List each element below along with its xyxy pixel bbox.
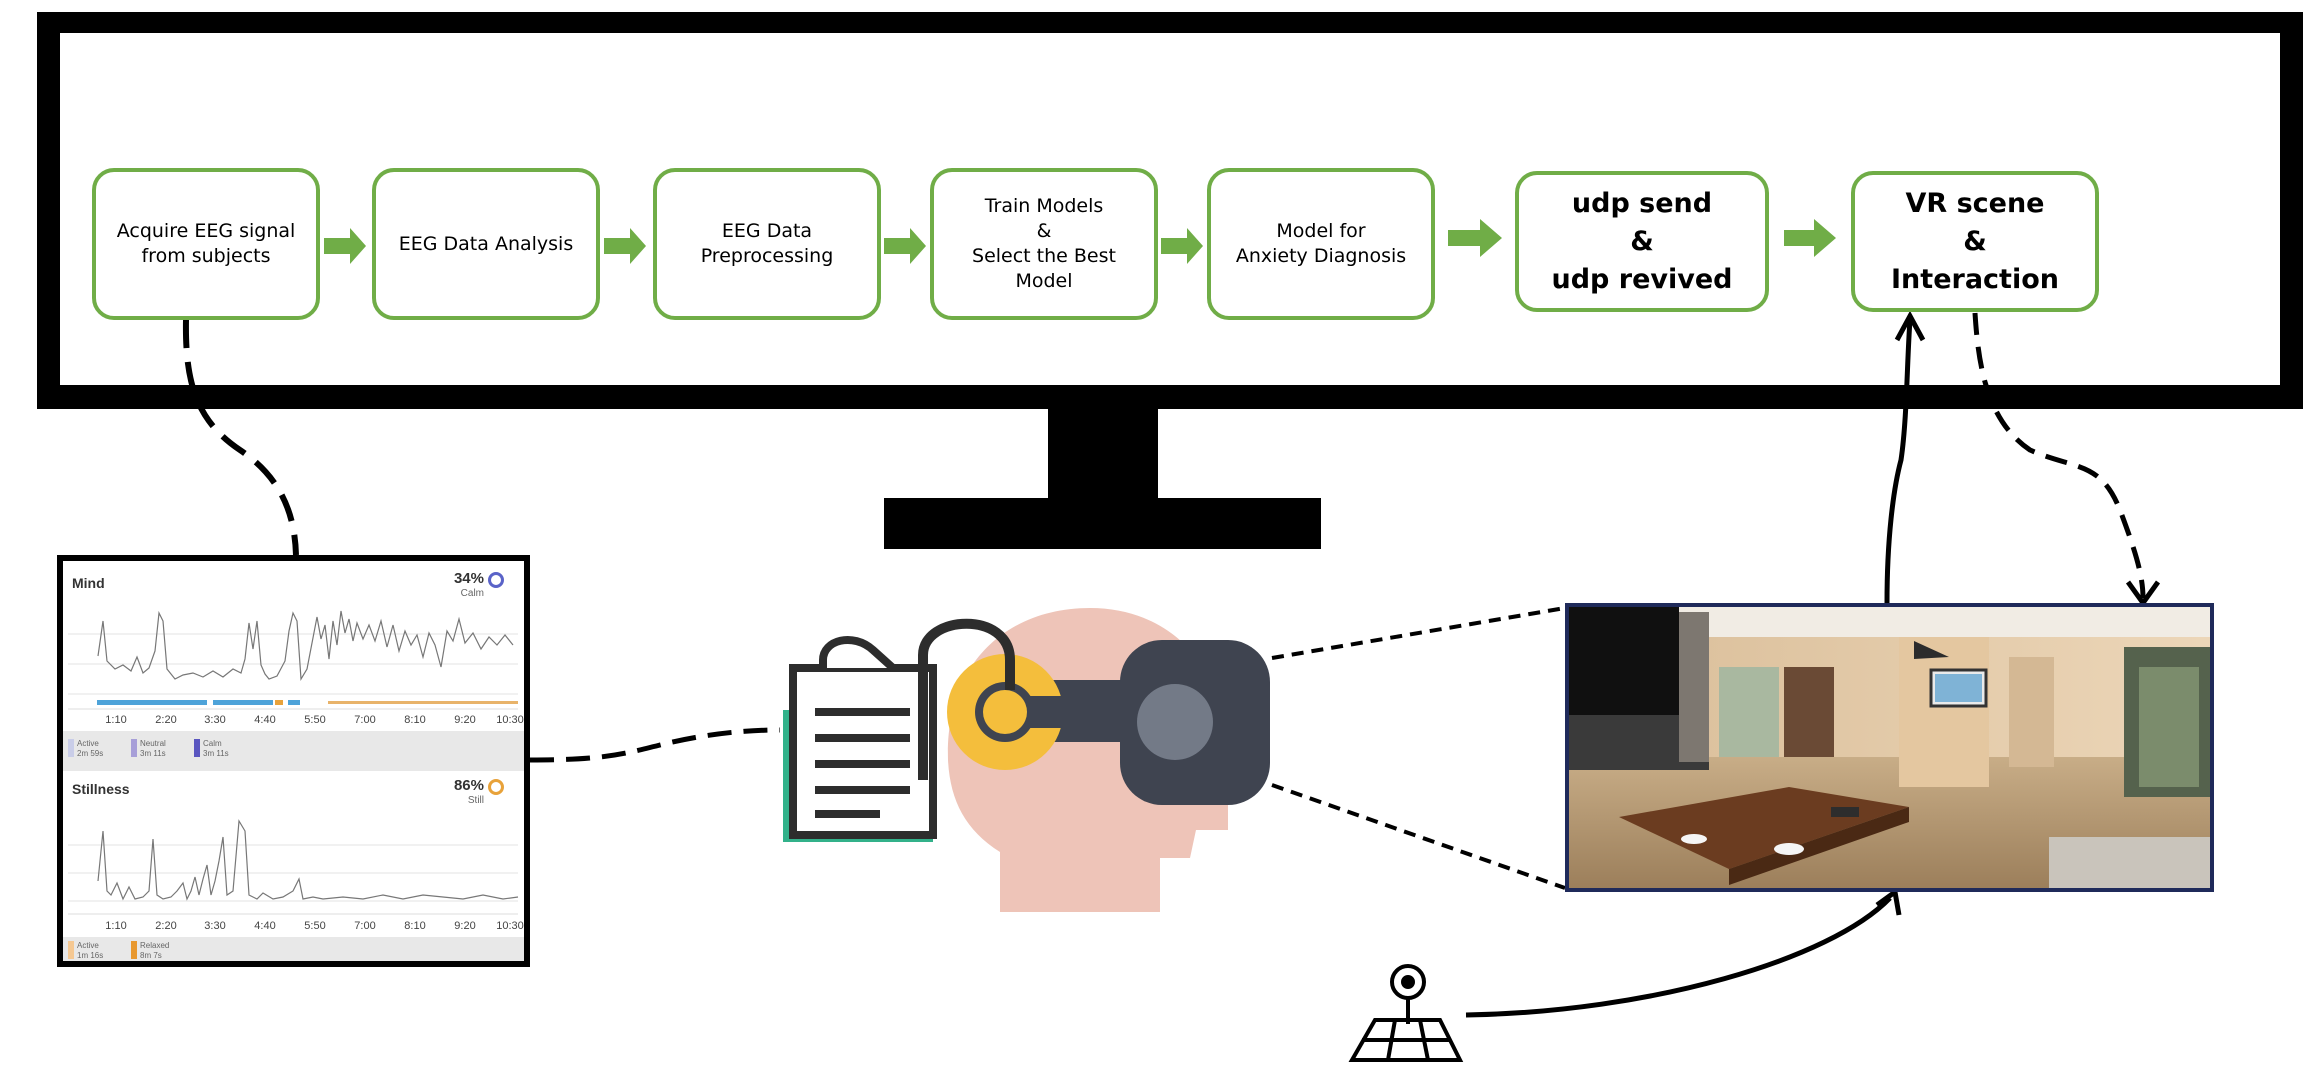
arrowhead-up	[1894, 310, 1926, 342]
step-vr-scene-interaction: VR scene & Interaction	[1851, 171, 2099, 312]
mind-percent: 34%	[453, 570, 484, 587]
mind-legend-neutral: Neutral 3m 11s	[140, 739, 166, 758]
mind-tick: 4:40	[254, 714, 276, 726]
step-udp-send-receive: udp send & udp revived	[1515, 171, 1769, 312]
arrow-4	[1161, 228, 1203, 264]
mind-tick: 5:50	[304, 714, 326, 726]
dashed-line-headset-top	[1271, 606, 1566, 660]
stillness-legend-active: Active 1m 16s	[77, 941, 104, 960]
joystick-icon	[1348, 964, 1464, 1062]
vr-scene-screenshot	[1565, 603, 2214, 892]
eeg-monitor-panel: Mind 34% Calm 1:10 2:20 3:30 4:40 5:50 7…	[57, 555, 530, 967]
pipeline-arrows	[324, 219, 1836, 264]
dashed-link-eeg-to-headset	[529, 727, 781, 763]
stillness-signal-chart	[68, 819, 519, 915]
stillness-legend-relaxed: Relaxed 8m 7s	[140, 941, 170, 960]
stillness-tick: 8:10	[404, 920, 426, 932]
solid-link-screen-to-vr	[1884, 319, 1913, 604]
mind-tick: 10:30	[496, 714, 524, 726]
stillness-legend	[63, 937, 524, 961]
mind-tick: 7:00	[354, 714, 376, 726]
step-train-select-model: Train Models & Select the Best Model	[930, 168, 1158, 320]
stillness-tick: 1:10	[105, 920, 127, 932]
mind-state-markers	[97, 700, 518, 705]
vr-headset-icon	[947, 608, 1270, 912]
vr-room-illustration	[1569, 607, 2210, 888]
dashed-link-acquire-to-eeg	[182, 319, 299, 556]
mind-legend-calm: Calm 3m 11s	[203, 739, 229, 758]
stillness-waveform	[97, 819, 519, 901]
arrow-2	[604, 228, 646, 264]
mind-legend-active: Active 2m 59s	[77, 739, 104, 758]
stillness-state: Still	[467, 795, 484, 806]
stillness-tick: 4:40	[254, 920, 276, 932]
arrow-1	[324, 228, 366, 264]
mind-tick: 1:10	[105, 714, 127, 726]
arrowhead-joystick	[1875, 887, 1902, 916]
stillness-percent: 86%	[453, 777, 484, 794]
mind-legend	[63, 731, 524, 771]
mind-signal-chart	[68, 610, 518, 710]
arrow-3	[884, 228, 926, 264]
mind-legend-swatch	[68, 739, 74, 757]
mind-ring-icon	[488, 572, 504, 588]
mind-waveform	[97, 610, 514, 681]
mind-title: Mind	[72, 575, 105, 591]
stillness-tick: 9:20	[454, 920, 476, 932]
mind-tick: 2:20	[155, 714, 177, 726]
document-music-icon	[783, 618, 1015, 842]
arrow-5	[1448, 219, 1502, 257]
stillness-legend-swatch	[131, 941, 137, 959]
mind-tick: 9:20	[454, 714, 476, 726]
step-acquire-eeg: Acquire EEG signal from subjects	[92, 168, 320, 320]
mind-legend-swatch	[131, 739, 137, 757]
mind-state: Calm	[460, 588, 484, 599]
step-eeg-data-analysis: EEG Data Analysis	[372, 168, 600, 320]
stillness-tick: 2:20	[155, 920, 177, 932]
dashed-link-vr-to-screen	[1972, 312, 2146, 599]
stillness-title: Stillness	[72, 781, 130, 797]
step-anxiety-model: Model for Anxiety Diagnosis	[1207, 168, 1435, 320]
mind-tick: 3:30	[204, 714, 226, 726]
dashed-line-headset-bottom	[1271, 783, 1566, 890]
stillness-tick: 5:50	[304, 920, 326, 932]
stillness-tick: 10:30	[496, 920, 524, 932]
stillness-ring-icon	[488, 779, 504, 795]
mind-legend-swatch	[194, 739, 200, 757]
step-eeg-preprocessing: EEG Data Preprocessing	[653, 168, 881, 320]
stillness-tick: 3:30	[204, 920, 226, 932]
stillness-tick: 7:00	[354, 920, 376, 932]
stillness-legend-swatch	[68, 941, 74, 959]
arrow-6	[1784, 219, 1836, 257]
solid-link-joystick-to-screen	[1465, 896, 1892, 1018]
mind-tick: 8:10	[404, 714, 426, 726]
